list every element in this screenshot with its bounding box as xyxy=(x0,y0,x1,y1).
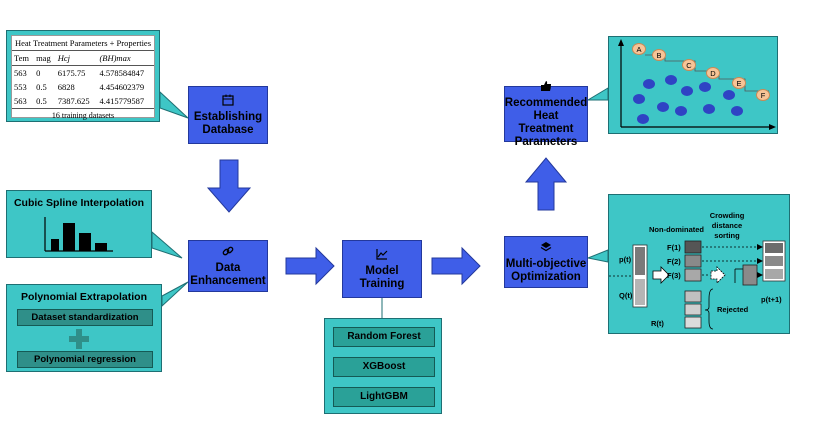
plus-icon xyxy=(69,329,89,349)
crowding-label: Crowding distance sorting xyxy=(707,211,747,241)
establishing-database-node: Establishing Database xyxy=(188,86,268,144)
table-cell: 0 xyxy=(36,68,41,78)
poly-callout: Polynomial Extrapolation Dataset standar… xyxy=(6,284,162,372)
model-random-forest: Random Forest xyxy=(333,327,435,347)
table-cell: 4.415779587 xyxy=(99,96,145,106)
data-table: Tem mag Hcj (BH)max 563 0 6175.75 4.5785… xyxy=(12,51,154,109)
node-label: Enhancement xyxy=(190,274,266,287)
table-header-row: Tem mag Hcj (BH)max xyxy=(12,51,154,66)
nsga-callout: Non-dominated Crowding distance sorting … xyxy=(608,194,790,334)
table-cell: 7387.625 xyxy=(57,96,90,106)
table-header-cell: (BH)max xyxy=(99,53,131,63)
calendar-icon xyxy=(222,94,234,108)
pareto-point-b: B xyxy=(652,49,666,61)
table-cell: 553 xyxy=(14,82,27,92)
multi-objective-node: Multi-objective Optimization xyxy=(504,236,588,288)
arrow-down xyxy=(206,159,252,213)
crowding-line: Crowding xyxy=(709,211,745,220)
crowding-line: sorting xyxy=(714,231,740,240)
poly-title: Polynomial Extrapolation xyxy=(20,291,148,303)
pareto-point-a: A xyxy=(632,43,646,55)
models-callout: Random Forest XGBoost LightGBM xyxy=(324,318,442,414)
table-cell: 4.578584847 xyxy=(99,68,145,78)
nsga-callout-tail xyxy=(586,249,609,263)
thumbs-up-icon xyxy=(540,80,552,94)
table-row: 553 0.5 6828 4.454602379 xyxy=(12,80,154,94)
bar-chart-icon xyxy=(44,217,113,252)
heat-treatment-table: Heat Treatment Parameters + Properties T… xyxy=(11,35,155,120)
node-label: Training xyxy=(359,277,405,290)
pareto-point-f: F xyxy=(756,89,770,101)
regression-step: Polynomial regression xyxy=(17,351,153,368)
rejected-label: Rejected xyxy=(717,305,749,314)
table-footer: 16 training datasets xyxy=(51,111,115,120)
node-label: Recommended xyxy=(504,96,588,109)
model-xgboost: XGBoost xyxy=(333,357,435,377)
table-row: 563 0.5 7387.625 4.415779587 xyxy=(12,94,154,109)
table-title: Heat Treatment Parameters + Properties xyxy=(12,36,154,51)
node-label: Data xyxy=(215,261,241,274)
pt-label: p(t) xyxy=(619,255,632,264)
pareto-point-e: E xyxy=(732,77,746,89)
standardization-step: Dataset standardization xyxy=(17,309,153,326)
arrow-right-2 xyxy=(431,246,481,286)
table-cell: 0.5 xyxy=(36,96,47,106)
crowding-line: distance xyxy=(711,221,743,230)
node-label: Model xyxy=(365,264,399,277)
pareto-callout-tail xyxy=(586,87,609,101)
table-cell: 563 xyxy=(14,96,27,106)
spline-callout-tail xyxy=(151,230,183,259)
table-cell: 6175.75 xyxy=(57,68,86,78)
recommended-parameters-node: Recommended Heat Treatment Parameters xyxy=(504,80,588,148)
table-cell: 563 xyxy=(14,68,27,78)
node-label: Heat Treatment xyxy=(518,109,574,135)
link-icon xyxy=(222,245,234,259)
model-lightgbm: LightGBM xyxy=(333,387,435,407)
table-cell: 6828 xyxy=(57,82,75,92)
node-label: Multi-objective xyxy=(505,257,587,270)
spline-title: Cubic Spline Interpolation xyxy=(13,197,145,209)
model-training-node: Model Training xyxy=(342,240,422,298)
node-label: Database xyxy=(202,123,254,136)
node-label: Optimization xyxy=(511,270,581,283)
table-header-cell: Tem xyxy=(14,53,29,63)
f1-label: F(1) xyxy=(667,243,681,252)
qt-label: Q(t) xyxy=(619,291,633,300)
chart-icon xyxy=(376,248,388,262)
table-header-cell: Hcj xyxy=(57,53,71,63)
f3-label: F(3) xyxy=(667,271,681,280)
pareto-point-d: D xyxy=(706,67,720,79)
layers-icon xyxy=(540,241,552,255)
nsga-diagram xyxy=(609,240,786,330)
table-callout-tail xyxy=(159,90,189,119)
arrow-right-1 xyxy=(285,246,335,286)
table-header-cell: mag xyxy=(36,53,51,63)
data-enhancement-node: Data Enhancement xyxy=(188,240,268,292)
table-cell: 4.454602379 xyxy=(99,82,145,92)
navy-dots xyxy=(633,75,743,124)
rt-label: R(t) xyxy=(651,319,664,328)
arrow-up xyxy=(524,157,568,211)
node-label: Parameters xyxy=(514,135,578,148)
pt1-label: p(t+1) xyxy=(761,295,782,304)
spline-callout: Cubic Spline Interpolation xyxy=(6,190,152,258)
node-label: Establishing xyxy=(193,110,263,123)
table-cell: 0.5 xyxy=(36,82,47,92)
nondominated-label: Non-dominated xyxy=(649,225,704,234)
f2-label: F(2) xyxy=(667,257,681,266)
pareto-point-c: C xyxy=(682,59,696,71)
table-row: 563 0 6175.75 4.578584847 xyxy=(12,66,154,81)
table-callout: Heat Treatment Parameters + Properties T… xyxy=(6,30,160,122)
poly-callout-tail xyxy=(161,281,189,308)
